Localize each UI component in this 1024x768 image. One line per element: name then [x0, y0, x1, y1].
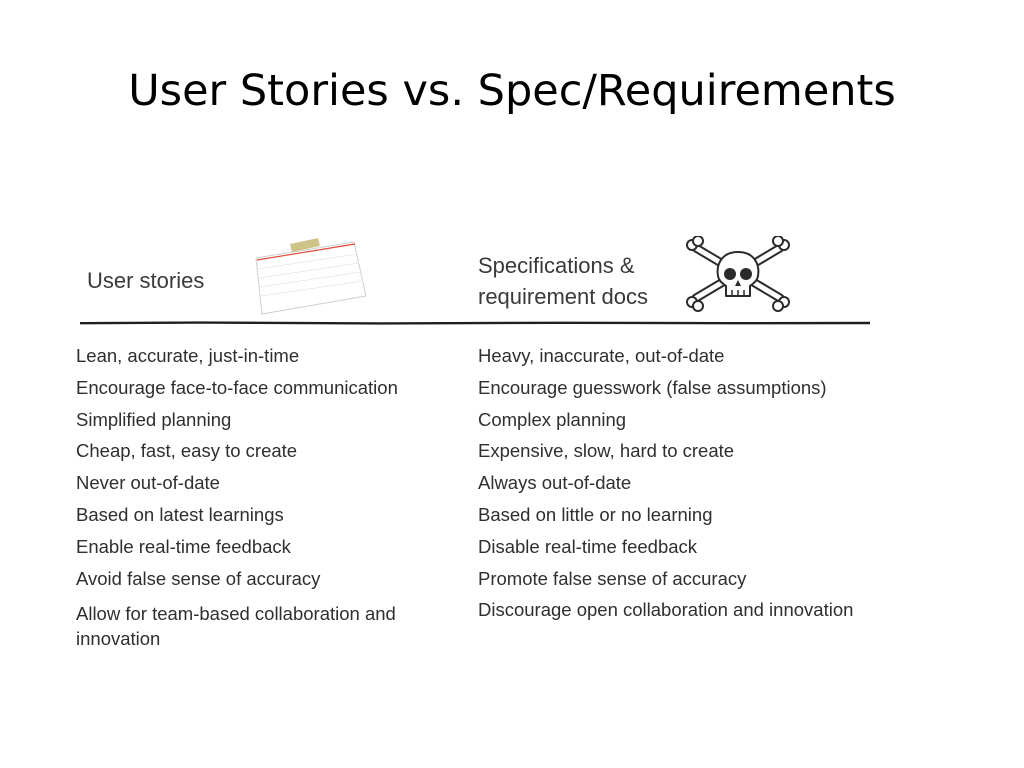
- list-item: Encourage guesswork (false assumptions): [478, 376, 827, 398]
- user-stories-heading: User stories: [87, 268, 205, 293]
- user-stories-list: Lean, accurate, just-in-time Encourage f…: [76, 345, 466, 651]
- list-item: Simplified planning: [76, 408, 232, 430]
- list-item: Heavy, inaccurate, out-of-date: [478, 345, 725, 366]
- list-item: Expensive, slow, hard to create: [478, 440, 735, 462]
- spec-docs-list: Heavy, inaccurate, out-of-date Encourage…: [478, 345, 918, 631]
- list-item: Always out-of-date: [478, 472, 632, 494]
- list-item: Discourage open collaboration and innova…: [478, 599, 854, 621]
- list-item: Lean, accurate, just-in-time: [76, 345, 300, 366]
- index-card-icon: [255, 238, 367, 315]
- list-item: Complex planning: [478, 408, 627, 430]
- list-item: Disable real-time feedback: [478, 535, 698, 557]
- list-item: Based on little or no learning: [478, 503, 713, 525]
- divider-line: [80, 321, 870, 325]
- list-item: Never out-of-date: [76, 472, 220, 494]
- spec-docs-heading-line2: requirement docs: [478, 284, 648, 309]
- list-item: Encourage face-to-face communication: [76, 376, 398, 398]
- list-item: Based on latest learnings: [76, 503, 284, 525]
- list-item: Enable real-time feedback: [76, 535, 291, 557]
- list-item: Promote false sense of accuracy: [478, 567, 747, 589]
- skull-and-crossbones-icon: [686, 236, 790, 312]
- spec-docs-heading-line1: Specifications &: [478, 253, 635, 278]
- list-item: Cheap, fast, easy to create: [76, 440, 298, 462]
- list-item: Allow for team-based collaboration and i…: [76, 603, 396, 650]
- slide-title: User Stories vs. Spec/Requirements: [128, 66, 896, 116]
- list-item: Avoid false sense of accuracy: [76, 567, 321, 589]
- spec-docs-heading: Specifications & requirement docs: [478, 250, 648, 312]
